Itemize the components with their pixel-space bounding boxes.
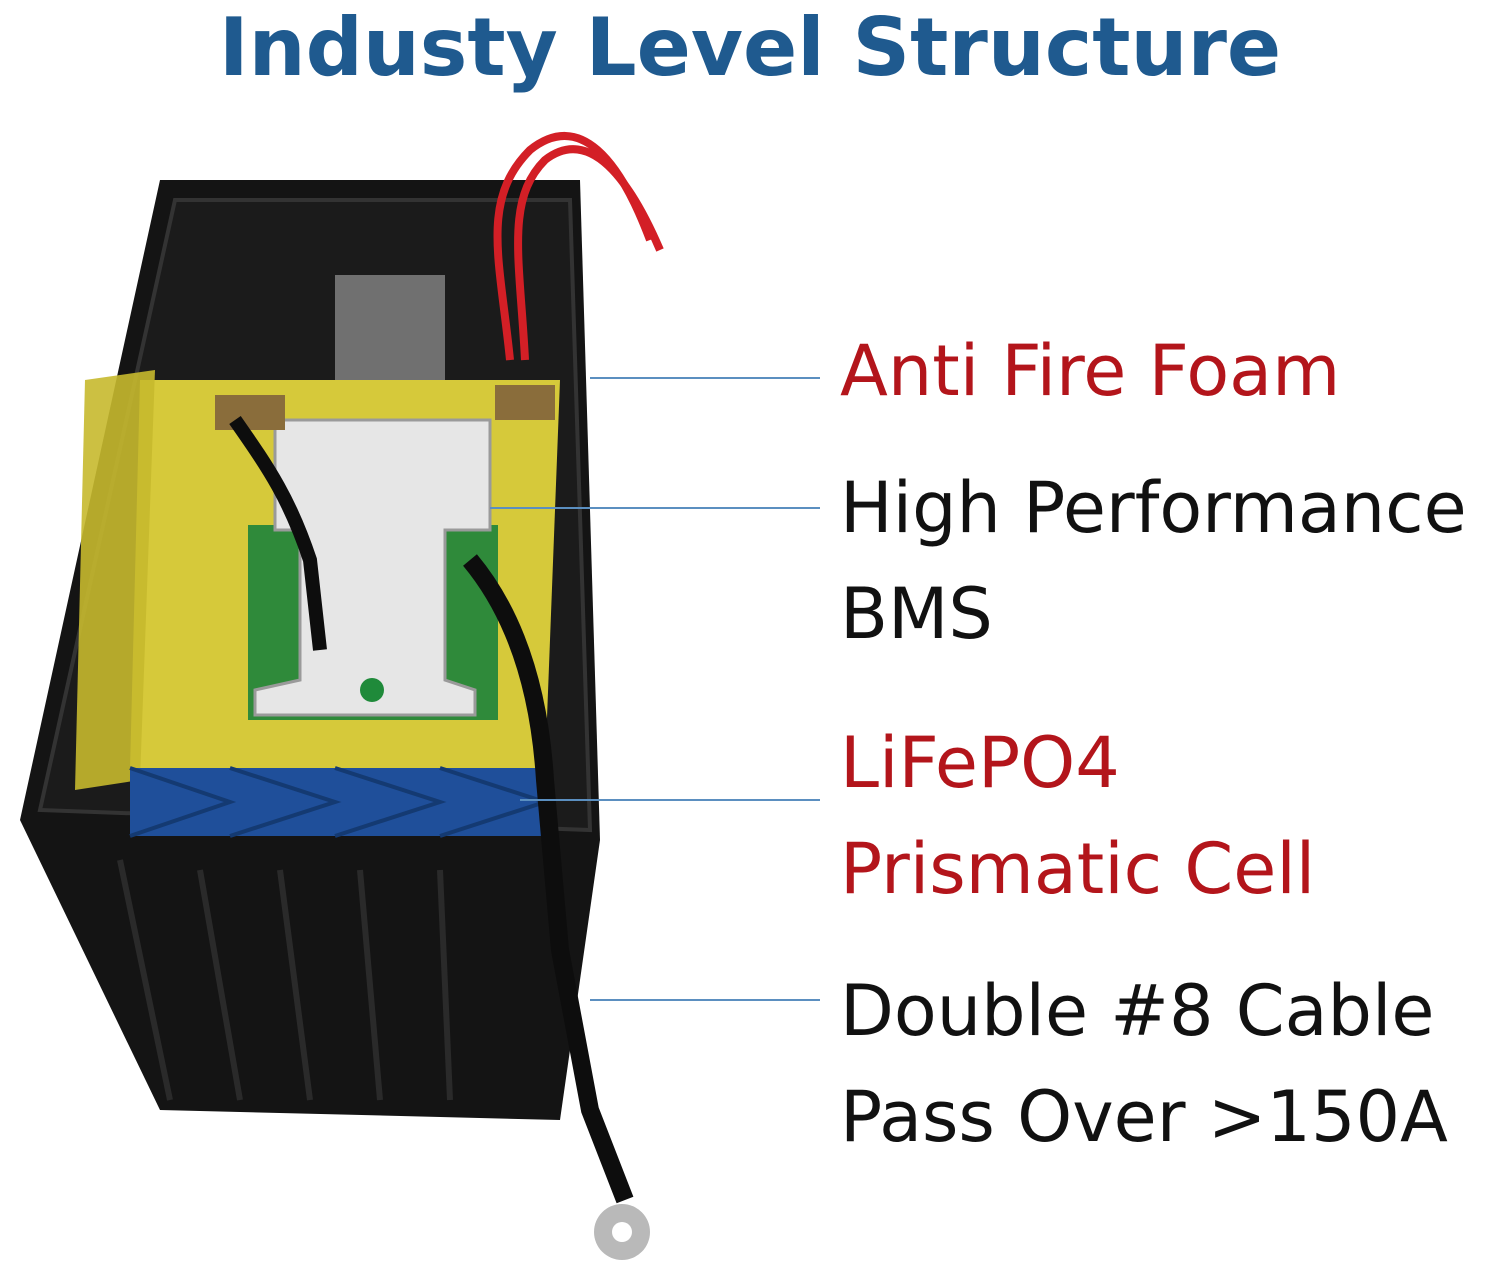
external-cable xyxy=(463,554,634,1204)
housing-side-ribs xyxy=(117,859,453,1101)
label-bms: High Performance BMS xyxy=(840,455,1467,667)
internal-cable-left xyxy=(229,415,327,651)
prismatic-cells xyxy=(129,766,552,838)
label-cell-line-1: LiFePO4 xyxy=(840,722,1120,804)
label-anti-fire-foam: Anti Fire Foam xyxy=(840,318,1340,424)
terminal-right xyxy=(495,385,555,420)
label-prismatic-cell: LiFePO4 Prismatic Cell xyxy=(840,710,1315,922)
label-cable-line-2: Pass Over >150A xyxy=(840,1076,1448,1158)
label-cell-line-2: Prismatic Cell xyxy=(840,828,1316,910)
bms-sticker xyxy=(360,678,384,702)
red-wire-2 xyxy=(514,145,664,361)
label-bms-line-2: BMS xyxy=(840,573,993,655)
yellow-insulation-left xyxy=(75,370,155,790)
page-title: Industy Level Structure xyxy=(218,1,1282,94)
label-bms-line-1: High Performance xyxy=(840,467,1467,549)
label-cable-line-1: Double #8 Cable xyxy=(840,970,1435,1052)
foam-block xyxy=(335,275,445,385)
terminal-left xyxy=(215,395,285,430)
label-anti-fire-line-1: Anti Fire Foam xyxy=(840,330,1341,412)
label-cable: Double #8 Cable Pass Over >150A xyxy=(840,958,1448,1170)
